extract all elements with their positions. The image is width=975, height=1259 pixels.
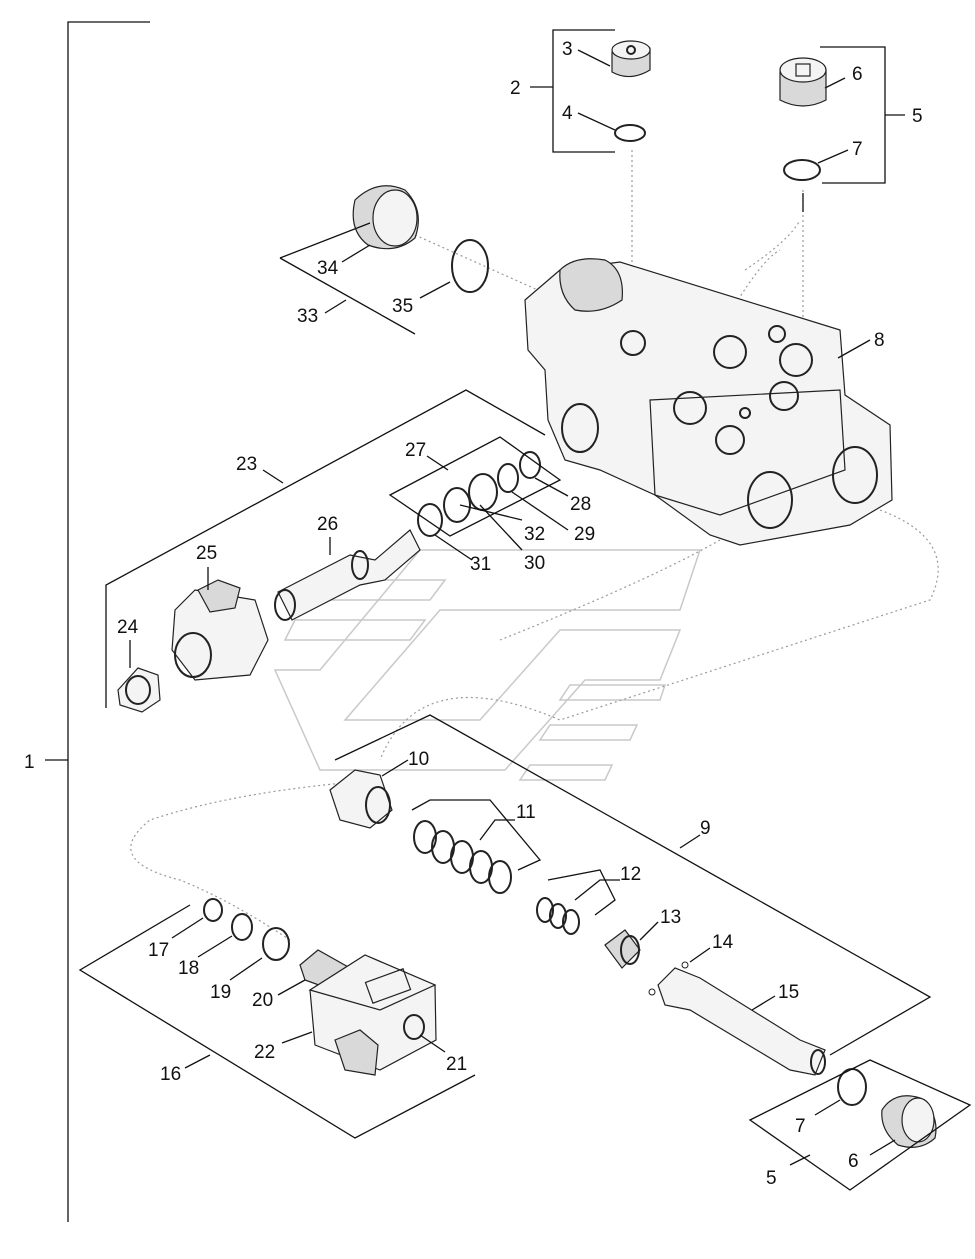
label-18: 18 bbox=[178, 958, 199, 979]
cartridge-26 bbox=[274, 529, 421, 621]
label-2: 2 bbox=[510, 78, 521, 99]
solenoid-22 bbox=[308, 954, 437, 1076]
label-11: 11 bbox=[516, 802, 536, 823]
plug-21 bbox=[403, 1014, 425, 1040]
rings-12 bbox=[536, 897, 580, 935]
part-labels: 1 2 3 4 5 6 7 8 9 10 11 12 13 14 15 16 1… bbox=[24, 39, 923, 1189]
label-7-lower: 7 bbox=[795, 1116, 806, 1137]
label-3: 3 bbox=[562, 39, 573, 60]
label-15: 15 bbox=[778, 982, 799, 1003]
nut-24 bbox=[117, 667, 161, 713]
spool-15 bbox=[657, 967, 826, 1076]
label-17: 17 bbox=[148, 940, 169, 961]
valve-body bbox=[524, 258, 893, 546]
label-7-upper: 7 bbox=[852, 139, 863, 160]
label-32: 32 bbox=[524, 524, 545, 545]
label-29: 29 bbox=[574, 524, 595, 545]
o-ring-7-upper bbox=[783, 159, 821, 181]
coil-25 bbox=[171, 579, 269, 681]
balls-14 bbox=[648, 961, 689, 996]
label-35: 35 bbox=[392, 296, 413, 317]
label-20: 20 bbox=[252, 990, 273, 1011]
label-10: 10 bbox=[408, 749, 429, 770]
label-4: 4 bbox=[562, 103, 573, 124]
leader-lines bbox=[78, 29, 972, 1191]
label-26: 26 bbox=[317, 514, 338, 535]
assembly-1-bracket bbox=[45, 21, 150, 1222]
label-33: 33 bbox=[297, 306, 318, 327]
label-8: 8 bbox=[874, 330, 885, 351]
label-22: 22 bbox=[254, 1042, 275, 1063]
label-5-lower: 5 bbox=[766, 1168, 777, 1189]
label-16: 16 bbox=[160, 1064, 181, 1085]
label-6-lower: 6 bbox=[848, 1151, 859, 1172]
seal-kit-27 bbox=[417, 451, 541, 537]
watermark-logo bbox=[273, 549, 702, 781]
label-9: 9 bbox=[700, 818, 711, 839]
label-27: 27 bbox=[405, 440, 426, 461]
label-14: 14 bbox=[712, 932, 734, 953]
rings-17-19 bbox=[203, 898, 290, 961]
o-rings-11 bbox=[413, 820, 512, 894]
plug-6-upper bbox=[779, 57, 827, 107]
plug-34 bbox=[352, 185, 419, 250]
o-ring-35 bbox=[451, 239, 489, 293]
label-28: 28 bbox=[570, 494, 591, 515]
label-31: 31 bbox=[470, 554, 491, 575]
label-25: 25 bbox=[196, 543, 217, 564]
label-30: 30 bbox=[524, 553, 545, 574]
label-23: 23 bbox=[236, 454, 257, 475]
plug-3 bbox=[611, 40, 651, 78]
label-19: 19 bbox=[210, 982, 231, 1003]
label-5-upper: 5 bbox=[912, 106, 923, 127]
label-13: 13 bbox=[660, 907, 681, 928]
sleeve-13 bbox=[604, 929, 641, 969]
label-12: 12 bbox=[620, 864, 641, 885]
label-21: 21 bbox=[446, 1054, 467, 1075]
label-34: 34 bbox=[317, 258, 339, 279]
label-24: 24 bbox=[117, 617, 139, 638]
plug-6-lower bbox=[881, 1095, 937, 1148]
label-1: 1 bbox=[24, 752, 35, 773]
o-ring-4 bbox=[614, 124, 646, 142]
plug-10 bbox=[329, 769, 393, 829]
label-6-upper: 6 bbox=[852, 64, 863, 85]
